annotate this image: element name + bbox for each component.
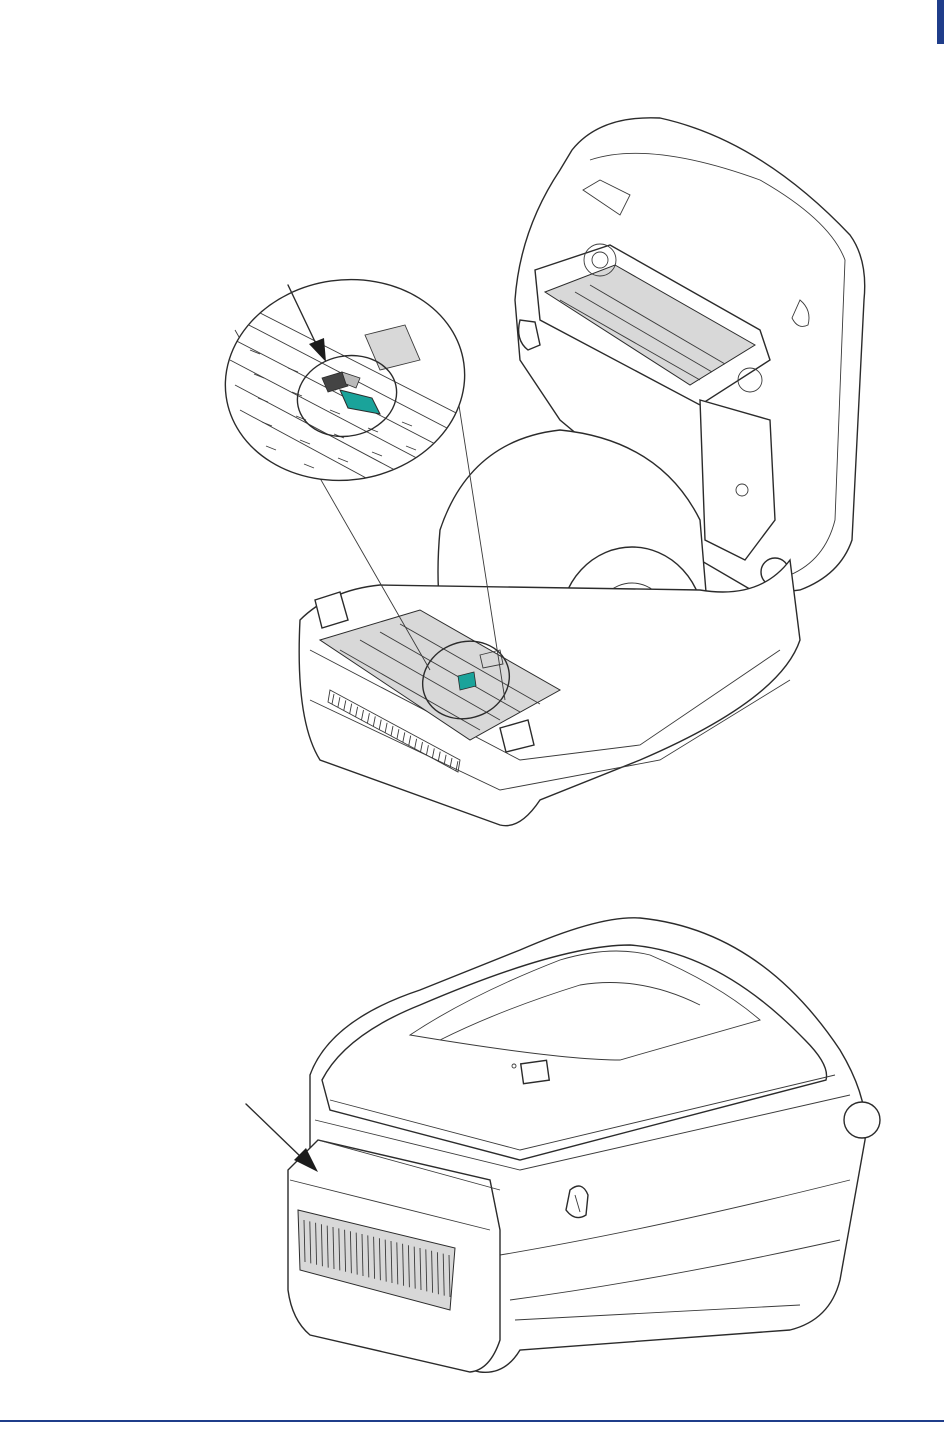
page-footer-rule	[0, 1420, 944, 1422]
dispenser-callout-arrow	[246, 1104, 302, 1158]
side-knob	[844, 1102, 880, 1138]
feed-button-icon	[521, 1060, 550, 1083]
